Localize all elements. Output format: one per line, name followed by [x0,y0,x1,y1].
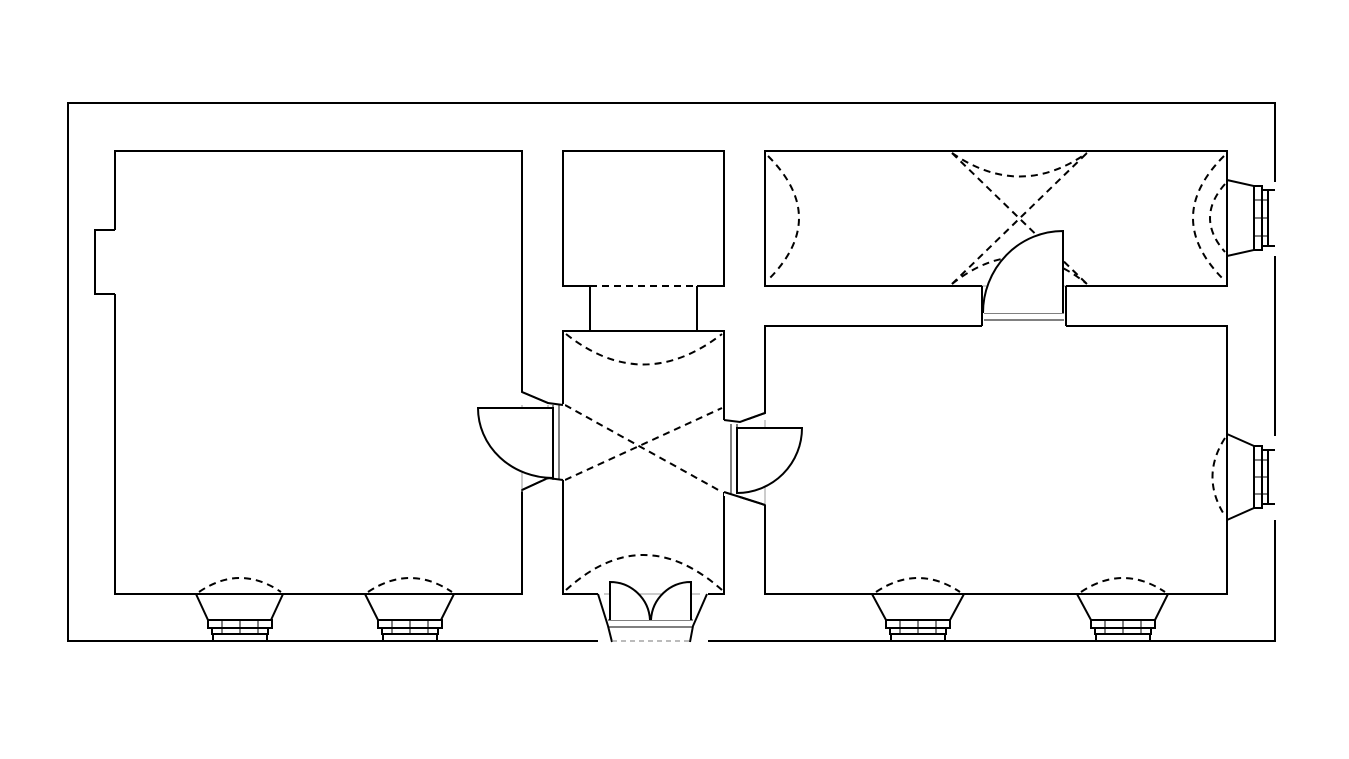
vault-arc-top-center [951,152,1088,178]
vault-arc-bottom [565,554,723,591]
room-left [94,150,549,595]
vault-arc-left [767,155,800,281]
window-bottom-4 [1075,577,1170,641]
vault-diagonal-4 [951,152,1088,285]
door-right-top-room [981,229,1067,327]
window-bottom-1 [194,577,285,641]
door-right-room [723,412,804,506]
window-bottom-2 [363,577,456,641]
vault-diagonal-2 [564,407,723,481]
wall-niche [94,229,115,295]
room-right-top [764,150,1228,287]
window-bottom-3 [870,577,966,641]
hall [562,330,725,595]
window-right-2 [1211,432,1276,522]
room-right-bottom [739,325,1228,595]
room-middle-top [562,150,725,287]
vault-arc-right [1192,155,1225,281]
vault-diagonal-1 [564,404,723,493]
vault-arc-top [565,333,723,366]
entrance-door [597,580,708,643]
door-left-room [476,391,565,492]
outer-wall [67,102,1276,642]
window-right-1 [1209,178,1276,258]
passage-middle [589,286,698,331]
vault-diagonal-3 [951,152,1088,285]
